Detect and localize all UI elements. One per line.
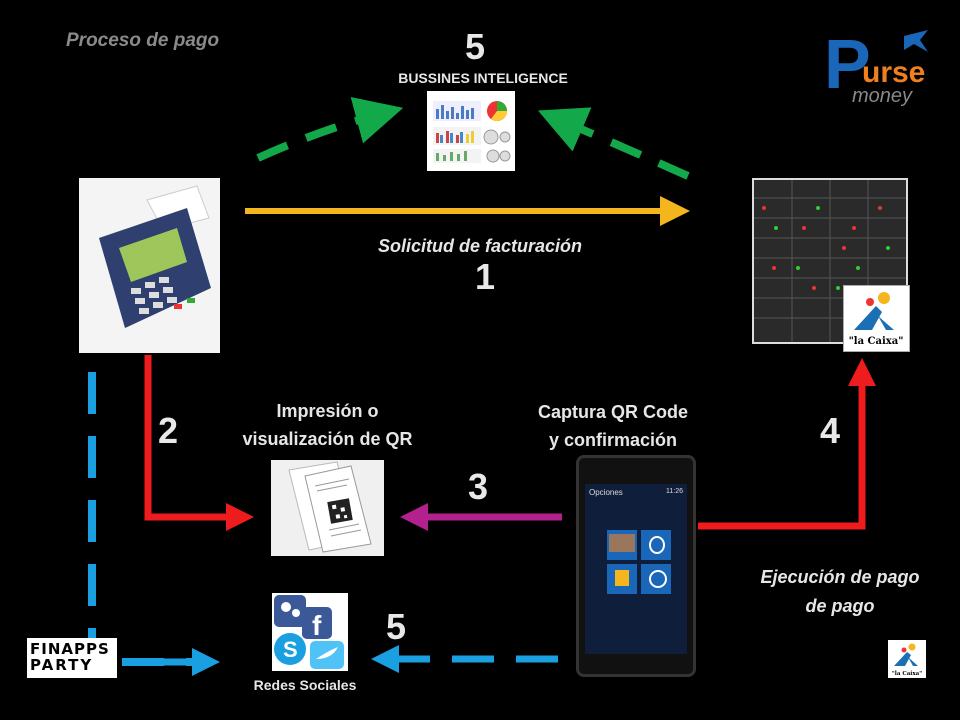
billing-step-number: 1 [474, 256, 496, 297]
purse-money-logo: P urse money [824, 20, 942, 107]
payment-step-number: 4 [819, 410, 841, 451]
bi-label: BUSSINES INTELIGENCE [398, 70, 568, 86]
bi-dashboard-image [427, 91, 515, 171]
arrow-pos-to-qr [144, 355, 254, 531]
la-caixa-small-name: "la Caixa" [892, 671, 922, 677]
qr-capture-label: Captura QR Code y confirmación [500, 398, 726, 454]
qr-print-label-line1: Impresión o [276, 401, 379, 421]
qr-receipt-image [271, 460, 384, 556]
svg-text:S: S [283, 637, 298, 662]
social-step-number: 5 [385, 606, 407, 647]
gear-icon [649, 570, 667, 588]
arrow-server-to-bi [537, 107, 690, 180]
payment-label-line1: Ejecución de pago [760, 567, 920, 587]
bi-step-number: 5 [464, 26, 486, 67]
finapps-line1: FINAPPS [30, 640, 110, 658]
payment-label: Ejecución de pago de pago [718, 563, 960, 621]
qr-print-label-line2: visualización de QR [242, 429, 413, 449]
pos-terminal-image [79, 178, 220, 353]
phone-screen: Opciones 11:26 [585, 484, 687, 654]
arrow-phone-to-bank [698, 358, 876, 530]
billing-label: Solicitud de facturación [377, 236, 583, 256]
building-icon [609, 534, 635, 552]
finapps-line2: PARTY [30, 656, 94, 674]
airplane-icon [904, 30, 928, 52]
logo-text-top: urse [862, 56, 925, 89]
payment-label-line2: de pago [805, 596, 875, 616]
finapps-party-logo: FINAPPS PARTY [27, 638, 117, 678]
logo-text-bottom: money [852, 85, 913, 106]
la-caixa-name: "la Caixa" [849, 336, 904, 347]
page-title: Proceso de pago [66, 30, 220, 51]
qr-capture-step-number: 3 [467, 466, 489, 507]
svg-text:f: f [312, 610, 322, 641]
arrow-pos-to-bi [256, 96, 404, 162]
logo-initial: P [824, 25, 871, 103]
social-networks-image: f S [272, 593, 348, 671]
phone-time: 11:26 [666, 488, 683, 495]
la-caixa-logo: "la Caixa" [843, 285, 910, 352]
invoice-icon [615, 570, 629, 586]
phone-header: Opciones [589, 488, 623, 497]
qr-print-step-number: 2 [157, 410, 179, 451]
social-label: Redes Sociales [253, 677, 357, 693]
qr-print-label: Impresión o visualización de QR [200, 397, 455, 453]
qr-capture-label-line1: Captura QR Code [537, 402, 688, 422]
smartphone-image: Opciones 11:26 [576, 455, 696, 677]
qr-capture-label-line2: y confirmación [548, 430, 678, 450]
la-caixa-small-logo: "la Caixa" [888, 640, 926, 678]
account-icon [649, 536, 665, 554]
